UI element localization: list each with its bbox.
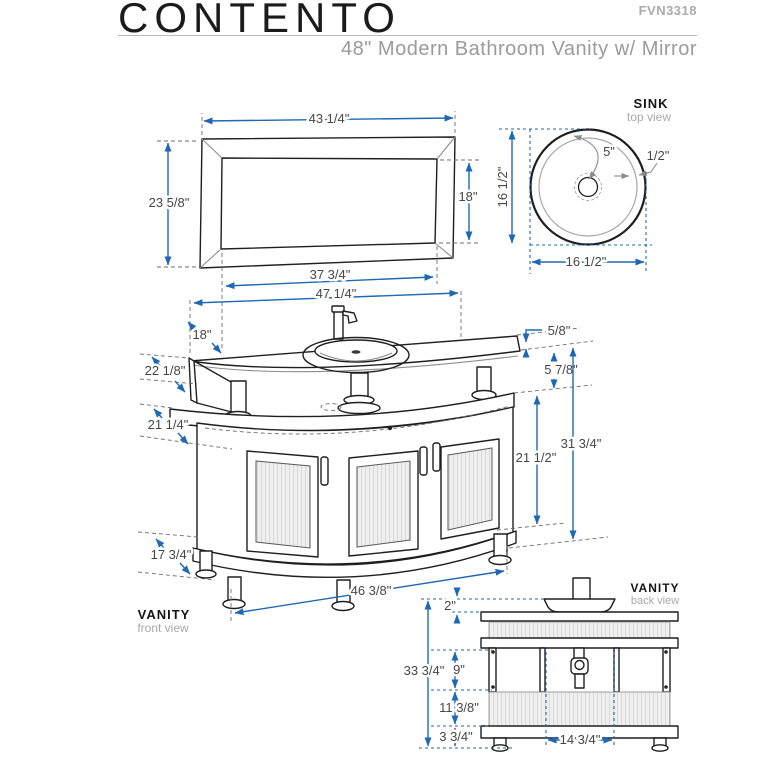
plumbing-trap: [570, 647, 589, 689]
dim-counter-gap: 5 7/8": [513, 352, 593, 394]
dim-mirror-height: 23 5/8": [146, 140, 198, 268]
dim-bowl-above-counter: 2": [421, 587, 546, 624]
dim-label: 11 3/8": [439, 700, 479, 715]
door-handle: [320, 456, 329, 486]
mirror-drawing: [199, 136, 456, 269]
dim-label: 21 1/2": [516, 450, 557, 465]
dim-counter-width: 47 1/4": [189, 284, 462, 355]
model-number: FVN3318: [638, 3, 697, 18]
door-handle: [432, 442, 441, 472]
dim-leg-height: 3 3/4": [437, 727, 476, 747]
vanity-back-view: VANITY back view: [480, 577, 679, 752]
vessel-sink: [302, 336, 410, 374]
dim-mirror-width: 43 1/4": [201, 109, 456, 135]
dim-shelf-depth: 22 1/8": [139, 353, 198, 393]
dim-sink-width: 16 1/2": [531, 252, 645, 272]
back-bowl: [543, 598, 616, 613]
glass-countertop: [189, 335, 521, 369]
dim-label: 14 3/4": [560, 732, 601, 747]
dim-base-width: 46 3/8": [230, 545, 508, 621]
dim-label: 5/8": [548, 323, 571, 338]
cabinet: [169, 392, 517, 579]
dim-label: 16 1/2": [566, 254, 607, 269]
dim-back-opening-height: 9": [431, 649, 492, 691]
dim-label: 18": [458, 189, 477, 204]
dim-label: 21 1/4": [148, 417, 189, 432]
dim-sink-front-to-back: 16 1/2": [493, 130, 516, 244]
dim-label: 47 1/4": [316, 286, 357, 301]
dim-cabinet-height: 21 1/2": [496, 395, 566, 531]
dim-label: 18": [192, 327, 211, 342]
dim-label: 23 5/8": [149, 195, 190, 210]
faucet: [331, 305, 358, 340]
dim-back-opening-width: 14 3/4": [545, 652, 615, 750]
dim-label: 16 1/2": [495, 166, 510, 207]
sink-drain: [577, 176, 599, 198]
dim-sink-bowl-depth: 5": [603, 144, 615, 159]
front-view-title: VANITY: [138, 607, 191, 622]
front-view-subtitle: front view: [137, 621, 189, 635]
dim-label: 17 3/4": [151, 547, 192, 562]
dim-back-shelf-height: 11 3/8": [431, 691, 490, 727]
dim-label: 31 3/4": [561, 436, 602, 451]
dim-glass-thickness: 5/8": [516, 321, 594, 358]
sink-view-subtitle: top view: [627, 110, 671, 124]
header-divider: [118, 35, 697, 36]
dim-mirror-glass-width: 37 3/4": [221, 246, 438, 348]
dim-label: 33 3/4": [404, 663, 445, 678]
sink-top-view: SINK top view: [499, 96, 671, 274]
back-view-subtitle: back view: [631, 595, 679, 607]
dim-label: 2": [444, 598, 456, 613]
dim-base-depth: 17 3/4": [137, 531, 216, 581]
dim-front-total-height: 31 3/4": [508, 347, 609, 549]
page-title: CONTENTO: [118, 0, 401, 41]
dim-label: 3 3/4": [439, 729, 473, 744]
dim-label: 46 3/8": [351, 583, 392, 598]
counter-supports: [224, 366, 497, 422]
dim-counter-depth: 18": [187, 321, 222, 354]
rim-leader: [638, 162, 658, 177]
dim-label: 37 3/4": [310, 267, 351, 282]
sink-view-title: SINK: [633, 96, 668, 111]
dim-label: 22 1/8": [145, 363, 186, 378]
dim-label: 43 1/4": [309, 111, 350, 126]
dim-label: 9": [453, 662, 465, 677]
dim-sink-rim: 1/2": [647, 148, 670, 163]
dim-back-total-height: 33 3/4": [401, 600, 512, 749]
dim-mirror-glass-height: 18": [439, 159, 481, 244]
bowl-depth-arrow: [573, 135, 599, 180]
door-handle: [419, 446, 428, 476]
vanity-front-view: VANITY front view: [137, 305, 521, 635]
dim-cabinet-depth: 21 1/4": [139, 403, 233, 450]
back-rail-top: [480, 637, 679, 649]
page-subtitle: 48" Modern Bathroom Vanity w/ Mirror: [341, 38, 697, 60]
back-view-title: VANITY: [630, 581, 679, 595]
back-counter: [480, 611, 679, 622]
